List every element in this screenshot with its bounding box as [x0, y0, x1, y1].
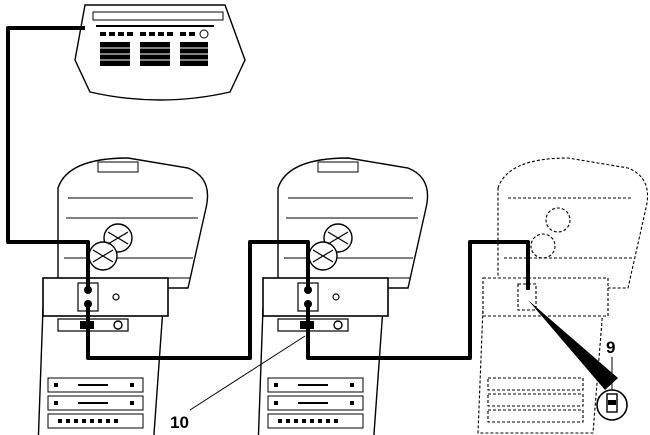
fixture-2: [258, 158, 428, 435]
fixture-3-dashed: [478, 158, 648, 433]
fixture-1: [38, 158, 208, 435]
callout-link-cable: 10: [170, 413, 189, 432]
lighting-console: [75, 5, 245, 100]
callout-terminator: 9: [606, 338, 615, 357]
